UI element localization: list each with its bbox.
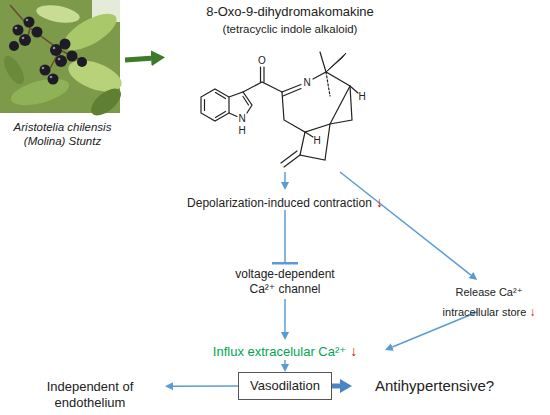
- atom-label: N: [238, 114, 245, 124]
- benzene-ring: [201, 89, 229, 121]
- node-text: Aristotelia chilensis (Molina) Stuntz: [0, 120, 125, 148]
- highlight: [22, 37, 25, 40]
- trend-arrow: ↓: [529, 305, 535, 319]
- berries: [9, 17, 87, 85]
- effect-text: Release Ca²⁺ intracellular store↓: [430, 280, 548, 312]
- berry: [32, 27, 43, 38]
- atom-label: H: [358, 92, 365, 102]
- node-text: voltage-dependent Ca²⁺ channel: [225, 267, 345, 296]
- node-text: Depolarization-induced contraction: [187, 196, 372, 210]
- highlight: [50, 76, 53, 79]
- berry: [77, 57, 87, 67]
- trend-arrow: ↓: [350, 343, 357, 359]
- berry: [67, 51, 78, 62]
- berry: [13, 25, 24, 36]
- wedge-bond: [326, 53, 346, 72]
- berry: [55, 55, 67, 67]
- highlight: [58, 58, 61, 61]
- atom-label: H: [238, 126, 245, 136]
- target-text: voltage-dependent Ca²⁺ channel: [225, 265, 345, 299]
- berry: [9, 41, 19, 51]
- berry: [19, 34, 31, 46]
- source-arrow: [125, 58, 151, 60]
- highlight: [15, 27, 18, 30]
- berry: [48, 74, 59, 85]
- double-bond: [243, 97, 249, 106]
- chemical-structure: [201, 52, 358, 167]
- effect-text: Depolarization-induced contraction ↓: [170, 190, 400, 210]
- pyrrole-ring: [229, 92, 252, 117]
- methyl-bond: [320, 52, 326, 72]
- berry: [24, 17, 35, 28]
- methylene-bond: [281, 151, 300, 167]
- flow-arrow: [284, 172, 286, 182]
- double-bond: [205, 93, 226, 118]
- flow-arrow: [284, 299, 286, 332]
- flow-arrow: [340, 172, 471, 275]
- highlight: [53, 47, 56, 50]
- node-text: Release Ca²⁺ intracellular store: [443, 286, 527, 318]
- berry-highlights: [15, 19, 61, 79]
- highlight: [26, 19, 29, 22]
- imine-bond: [282, 85, 301, 97]
- leaf: [86, 84, 125, 121]
- stem: [10, 5, 85, 72]
- compound-panel: 8-Oxo-9-dihydromakomakine(tetracyclic in…: [165, 0, 415, 172]
- outcome-text: Antihypertensive?: [352, 374, 517, 398]
- hashed-bond: [326, 72, 330, 96]
- bond: [313, 72, 358, 93]
- node-text: Vasodilation: [250, 378, 320, 394]
- atom-label: N: [303, 78, 310, 88]
- atom-label: H: [313, 136, 320, 146]
- bond: [243, 82, 282, 92]
- plant-source: Aristotelia chilensis (Molina) Stuntz: [0, 0, 125, 148]
- trend-arrow: ↓: [376, 194, 383, 210]
- bond: [305, 132, 313, 137]
- leaf: [35, 2, 81, 25]
- inhibition-line: [284, 210, 286, 263]
- process-box: Vasodilation: [238, 372, 332, 400]
- plant-photo: [0, 0, 126, 120]
- node-text: (tetracyclic indole alkaloid): [223, 20, 358, 36]
- node-text: Influx extracelular Ca²⁺: [213, 344, 346, 359]
- carbonyl-bond: [261, 67, 265, 82]
- effect-text: Influx extracelular Ca²⁺ ↓: [185, 340, 385, 360]
- highlight: [42, 67, 45, 70]
- node-text: 8-Oxo-9-dihydromakomakine: [206, 0, 374, 20]
- leaf: [0, 53, 28, 88]
- flow-arrow: [173, 385, 238, 387]
- atom-label: O: [258, 56, 266, 66]
- berry: [60, 39, 71, 50]
- ring-bond: [282, 86, 350, 132]
- note-text: Independent of endothelium: [15, 378, 165, 412]
- node-text: Independent of endothelium: [15, 379, 165, 411]
- node-text: Antihypertensive?: [375, 377, 494, 395]
- cage-bond: [300, 86, 352, 160]
- berry: [40, 65, 51, 76]
- flow-arrow: [284, 360, 286, 364]
- emphasis-arrow: [332, 384, 340, 389]
